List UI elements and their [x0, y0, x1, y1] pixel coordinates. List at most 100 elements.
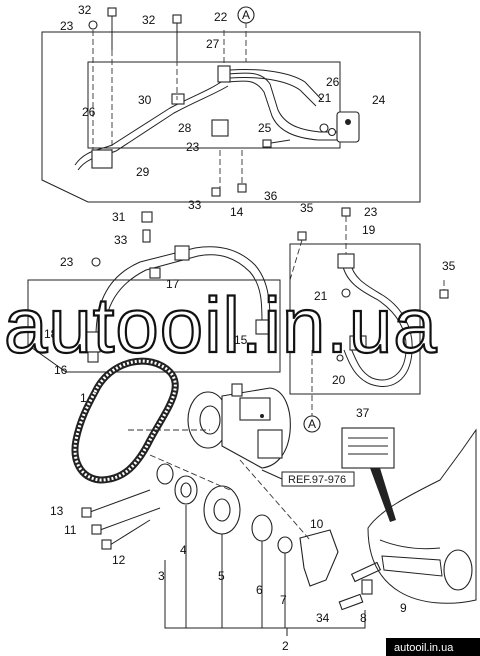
hose-19-fitting-bottom: [349, 335, 367, 351]
callout-7: 7: [280, 593, 287, 607]
callout-21-right: 21: [314, 289, 328, 303]
callout-29: 29: [136, 165, 150, 179]
compressor-rear-housing: [257, 429, 283, 459]
hose-19-inner: [343, 261, 413, 387]
callout-11: 11: [64, 523, 77, 537]
bolt-8: [361, 579, 373, 595]
bolt-13: [89, 489, 151, 513]
callout-17: 17: [166, 277, 180, 291]
callout-23-mid: 23: [186, 140, 200, 154]
cover-6: [251, 514, 273, 542]
upper-hose-inner-frame: [87, 61, 341, 149]
hose-14-end-fitting: [255, 319, 277, 335]
bolt-12: [109, 519, 151, 546]
vehicle-hood-line: [379, 539, 441, 550]
marker-a-bottom-label: A: [308, 417, 316, 431]
bolt-36: [237, 183, 247, 193]
callout-26-left: 26: [82, 105, 96, 119]
bolt-32-head-left: [107, 7, 117, 17]
expansion-valve-block: [336, 111, 360, 143]
callout-32-right: 32: [142, 13, 156, 27]
o-ring-21-right: [341, 288, 351, 298]
callout-1: 1: [80, 391, 87, 405]
hose-bracket-29: [91, 149, 113, 169]
bearing-4-bore: [180, 482, 192, 498]
nut-23-right: [341, 207, 351, 217]
bolt-13-head: [81, 507, 92, 518]
callout-15: 15: [234, 333, 248, 347]
o-ring-21: [319, 123, 329, 133]
site-label-bg: [386, 638, 480, 656]
site-label: autooil.in.ua: [394, 642, 454, 654]
drive-belt-ribs: [73, 359, 177, 482]
leader-35-left: [289, 239, 303, 281]
callout-28: 28: [178, 121, 192, 135]
bolt-25-shank: [270, 139, 291, 144]
callout-26-right: 26: [326, 75, 340, 89]
label-pointer: [370, 468, 396, 522]
clamp-17: [149, 267, 161, 279]
callout-25: 25: [258, 121, 272, 135]
callout-31: 31: [112, 210, 126, 224]
callout-33-top: 33: [188, 198, 202, 212]
callout-35-right: 35: [442, 259, 456, 273]
upper-hose-top-outer: [229, 77, 317, 107]
callout-23-top: 23: [60, 19, 74, 33]
bolt-34: [338, 593, 364, 611]
idler-pulley-5-hub: [213, 498, 231, 522]
adjust-bolt-9: [350, 561, 382, 583]
hose-19-group-frame: [289, 243, 421, 395]
callout-2: 2: [282, 639, 289, 653]
marker-a-top: [237, 6, 255, 24]
upper-hose-left: [74, 79, 225, 166]
compressor-fitting: [231, 383, 243, 397]
marker-a-bottom: [303, 415, 321, 433]
bolt-35-right: [439, 289, 449, 299]
hose-19-fitting-top: [337, 253, 355, 269]
hose-19-outer: [341, 261, 407, 381]
tensioner-bracket-10: [299, 529, 339, 587]
callout-14: 14: [230, 205, 244, 219]
callout-12: 12: [112, 553, 126, 567]
vehicle-wheel: [443, 549, 473, 591]
callout-23-left: 23: [60, 255, 74, 269]
callout-9: 9: [400, 601, 407, 615]
o-ring-26: [327, 127, 337, 137]
clip-31: [141, 211, 153, 223]
nut-23-left: [91, 257, 101, 267]
callout-35-left: 35: [300, 201, 314, 215]
callout-4: 4: [180, 543, 187, 557]
callout-8: 8: [360, 611, 367, 625]
callout-5: 5: [218, 569, 225, 583]
hose-junction-block: [217, 65, 231, 83]
ac-compressor: [187, 383, 291, 469]
reference-leader: [261, 469, 283, 480]
nut-16: [87, 351, 99, 363]
hose-14-upper: [95, 246, 271, 337]
callout-16: 16: [54, 363, 68, 377]
bolt-11: [99, 507, 161, 531]
callout-30: 30: [138, 93, 152, 107]
callout-37: 37: [356, 406, 370, 420]
o-ring-20: [336, 354, 344, 362]
callout-10: 10: [310, 517, 324, 531]
watermark: autooil.in.ua: [4, 281, 438, 369]
callout-21-top: 21: [318, 91, 332, 105]
hose-clip-30: [171, 93, 185, 105]
cap-3: [156, 463, 174, 485]
label-37: [341, 427, 395, 469]
reference-label: REF.97-976: [288, 474, 346, 486]
upper-hose-right-outer: [227, 80, 345, 141]
valve-port: [345, 119, 351, 125]
hose-14-lower: [103, 254, 263, 341]
callout-32-left: 32: [78, 3, 92, 17]
vehicle-grille: [381, 555, 443, 577]
callout-22: 22: [214, 10, 228, 24]
callout-33-left: 33: [114, 233, 128, 247]
assembly-2-bracket: [164, 560, 366, 629]
callout-34: 34: [316, 611, 330, 625]
callout-36: 36: [264, 189, 278, 203]
callout-27: 27: [206, 37, 220, 51]
